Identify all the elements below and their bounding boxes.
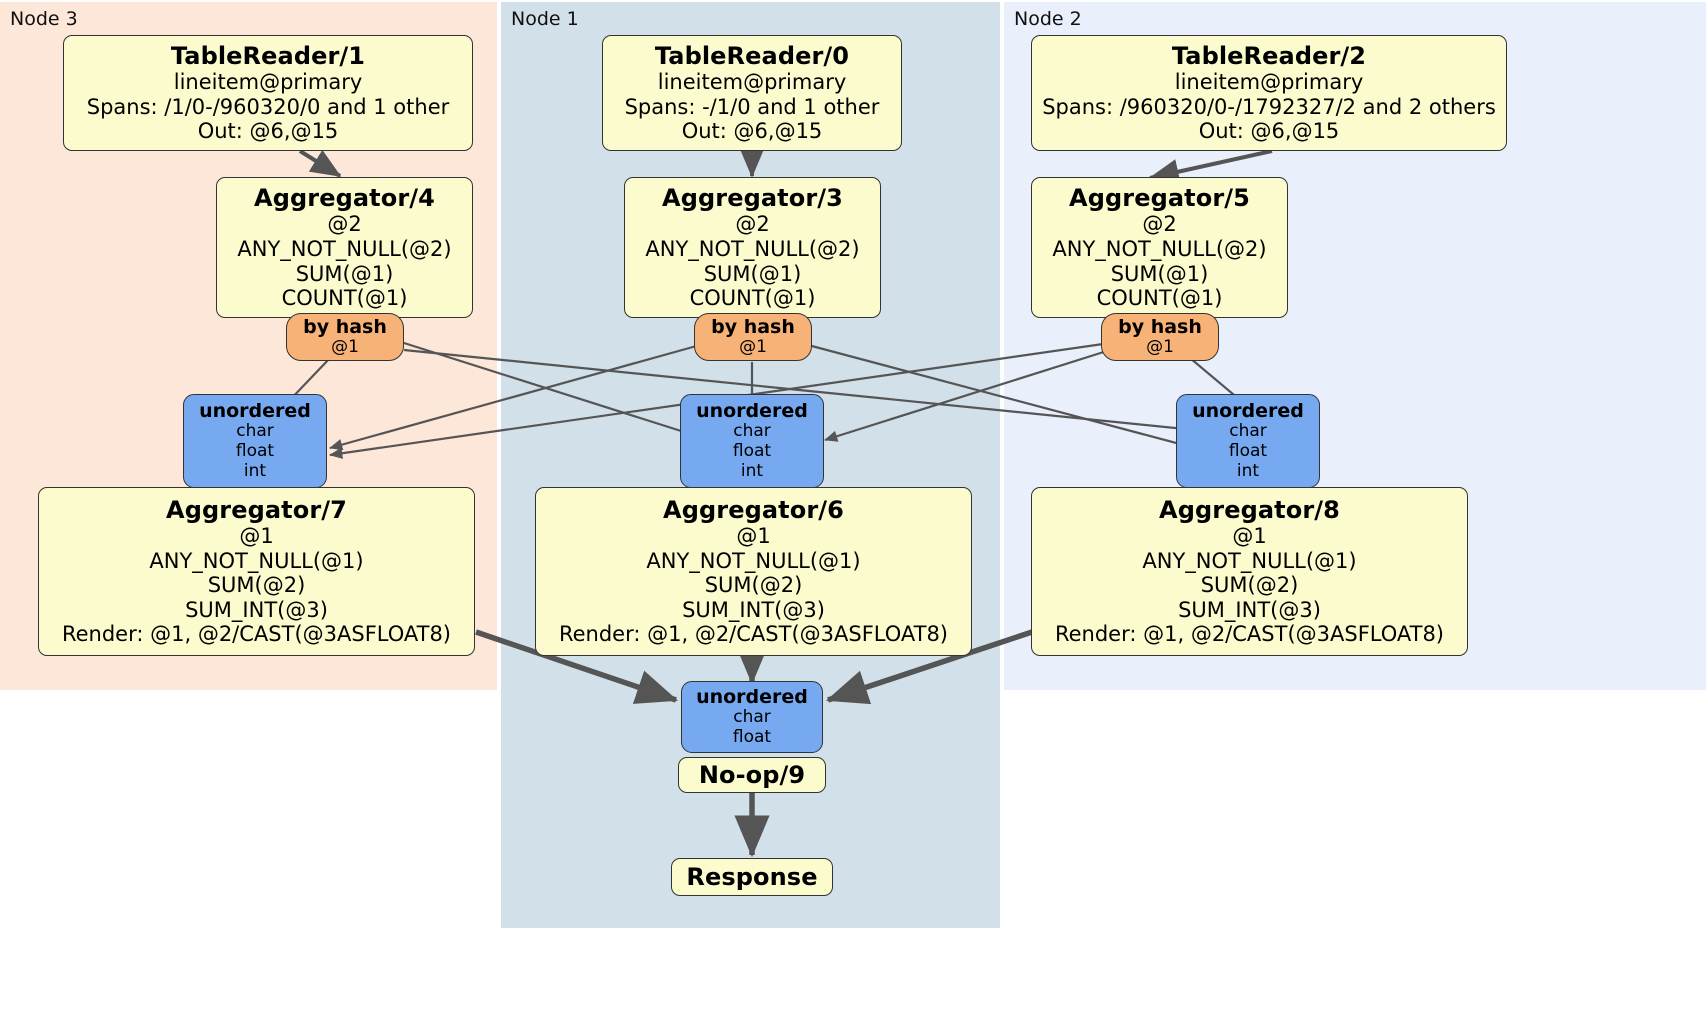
node-line: Out: @6,@15 — [1198, 119, 1340, 144]
receiver-line: float — [732, 441, 772, 462]
receiver-line: int — [740, 461, 764, 482]
node-title: Aggregator/6 — [663, 496, 844, 525]
receiver-line: char — [1229, 421, 1267, 442]
router-title: by hash — [711, 315, 795, 338]
receiver-unordered-node1[interactable]: unordered char float int — [680, 394, 824, 488]
cluster-node3-label: Node 3 — [10, 8, 78, 30]
node-line: lineitem@primary — [173, 70, 363, 95]
node-title: TableReader/1 — [170, 42, 366, 71]
node-aggregator-5[interactable]: Aggregator/5 @2 ANY_NOT_NULL(@2) SUM(@1)… — [1031, 177, 1288, 318]
node-line: Render: @1, @2/CAST(@3ASFLOAT8) — [1054, 622, 1445, 647]
node-tablereader-1[interactable]: TableReader/1 lineitem@primary Spans: /1… — [63, 35, 473, 151]
receiver-unordered-final[interactable]: unordered char float — [681, 681, 823, 753]
node-aggregator-7[interactable]: Aggregator/7 @1 ANY_NOT_NULL(@1) SUM(@2)… — [38, 487, 475, 656]
node-line: ANY_NOT_NULL(@1) — [149, 548, 364, 573]
node-response[interactable]: Response — [671, 858, 833, 896]
router-title: by hash — [1118, 315, 1202, 338]
node-title: Aggregator/5 — [1069, 184, 1250, 213]
receiver-title: unordered — [696, 686, 808, 709]
node-title: TableReader/0 — [654, 42, 850, 71]
receiver-line: char — [733, 707, 771, 728]
node-title: Response — [686, 862, 818, 891]
receiver-line: int — [1236, 461, 1260, 482]
node-line: Spans: /960320/0-/1792327/2 and 2 others — [1042, 94, 1496, 119]
node-line: @1 — [1232, 524, 1267, 549]
node-line: Spans: /1/0-/960320/0 and 1 other — [86, 94, 450, 119]
node-line: @2 — [1142, 212, 1177, 237]
receiver-title: unordered — [1192, 400, 1304, 423]
node-title: Aggregator/8 — [1159, 496, 1340, 525]
node-line: ANY_NOT_NULL(@2) — [237, 236, 452, 261]
node-line: Spans: -/1/0 and 1 other — [624, 94, 880, 119]
node-line: SUM_INT(@3) — [1178, 597, 1321, 622]
node-line: SUM(@2) — [207, 573, 306, 598]
receiver-unordered-node3[interactable]: unordered char float int — [183, 394, 327, 488]
node-line: ANY_NOT_NULL(@2) — [1052, 236, 1267, 261]
node-no-op-9[interactable]: No-op/9 — [678, 757, 826, 793]
node-line: @1 — [239, 524, 274, 549]
node-line: SUM(@1) — [703, 261, 802, 286]
node-line: COUNT(@1) — [1096, 286, 1223, 311]
cluster-node1-label: Node 1 — [511, 8, 579, 30]
router-line: @1 — [1146, 337, 1174, 358]
node-line: ANY_NOT_NULL(@2) — [645, 236, 860, 261]
node-line: lineitem@primary — [1174, 70, 1364, 95]
node-line: lineitem@primary — [657, 70, 847, 95]
router-by-hash-node1[interactable]: by hash @1 — [694, 313, 812, 361]
node-aggregator-6[interactable]: Aggregator/6 @1 ANY_NOT_NULL(@1) SUM(@2)… — [535, 487, 972, 656]
receiver-title: unordered — [199, 400, 311, 423]
node-line: ANY_NOT_NULL(@1) — [1142, 548, 1357, 573]
router-by-hash-node3[interactable]: by hash @1 — [286, 313, 404, 361]
node-line: SUM(@1) — [1110, 261, 1209, 286]
router-line: @1 — [739, 337, 767, 358]
receiver-line: float — [235, 441, 275, 462]
receiver-title: unordered — [696, 400, 808, 423]
receiver-line: int — [243, 461, 267, 482]
cluster-node2-label: Node 2 — [1014, 8, 1082, 30]
node-aggregator-8[interactable]: Aggregator/8 @1 ANY_NOT_NULL(@1) SUM(@2)… — [1031, 487, 1468, 656]
node-line: Render: @1, @2/CAST(@3ASFLOAT8) — [61, 622, 452, 647]
node-line: COUNT(@1) — [281, 286, 408, 311]
node-line: SUM_INT(@3) — [185, 597, 328, 622]
node-title: Aggregator/3 — [662, 184, 843, 213]
node-title: Aggregator/4 — [254, 184, 435, 213]
receiver-line: char — [733, 421, 771, 442]
node-tablereader-0[interactable]: TableReader/0 lineitem@primary Spans: -/… — [602, 35, 902, 151]
receiver-unordered-node2[interactable]: unordered char float int — [1176, 394, 1320, 488]
node-tablereader-2[interactable]: TableReader/2 lineitem@primary Spans: /9… — [1031, 35, 1507, 151]
node-line: @1 — [736, 524, 771, 549]
node-line: SUM(@1) — [295, 261, 394, 286]
node-line: SUM_INT(@3) — [682, 597, 825, 622]
receiver-line: float — [732, 727, 772, 748]
router-by-hash-node2[interactable]: by hash @1 — [1101, 313, 1219, 361]
node-title: TableReader/2 — [1171, 42, 1367, 71]
node-line: @2 — [327, 212, 362, 237]
node-line: Out: @6,@15 — [681, 119, 823, 144]
node-line: ANY_NOT_NULL(@1) — [646, 548, 861, 573]
node-line: Out: @6,@15 — [197, 119, 339, 144]
router-title: by hash — [303, 315, 387, 338]
node-line: @2 — [735, 212, 770, 237]
node-aggregator-3[interactable]: Aggregator/3 @2 ANY_NOT_NULL(@2) SUM(@1)… — [624, 177, 881, 318]
node-line: SUM(@2) — [704, 573, 803, 598]
node-title: No-op/9 — [698, 760, 806, 789]
node-line: Render: @1, @2/CAST(@3ASFLOAT8) — [558, 622, 949, 647]
node-title: Aggregator/7 — [166, 496, 347, 525]
node-aggregator-4[interactable]: Aggregator/4 @2 ANY_NOT_NULL(@2) SUM(@1)… — [216, 177, 473, 318]
receiver-line: char — [236, 421, 274, 442]
router-line: @1 — [331, 337, 359, 358]
node-line: SUM(@2) — [1200, 573, 1299, 598]
node-line: COUNT(@1) — [689, 286, 816, 311]
receiver-line: float — [1228, 441, 1268, 462]
